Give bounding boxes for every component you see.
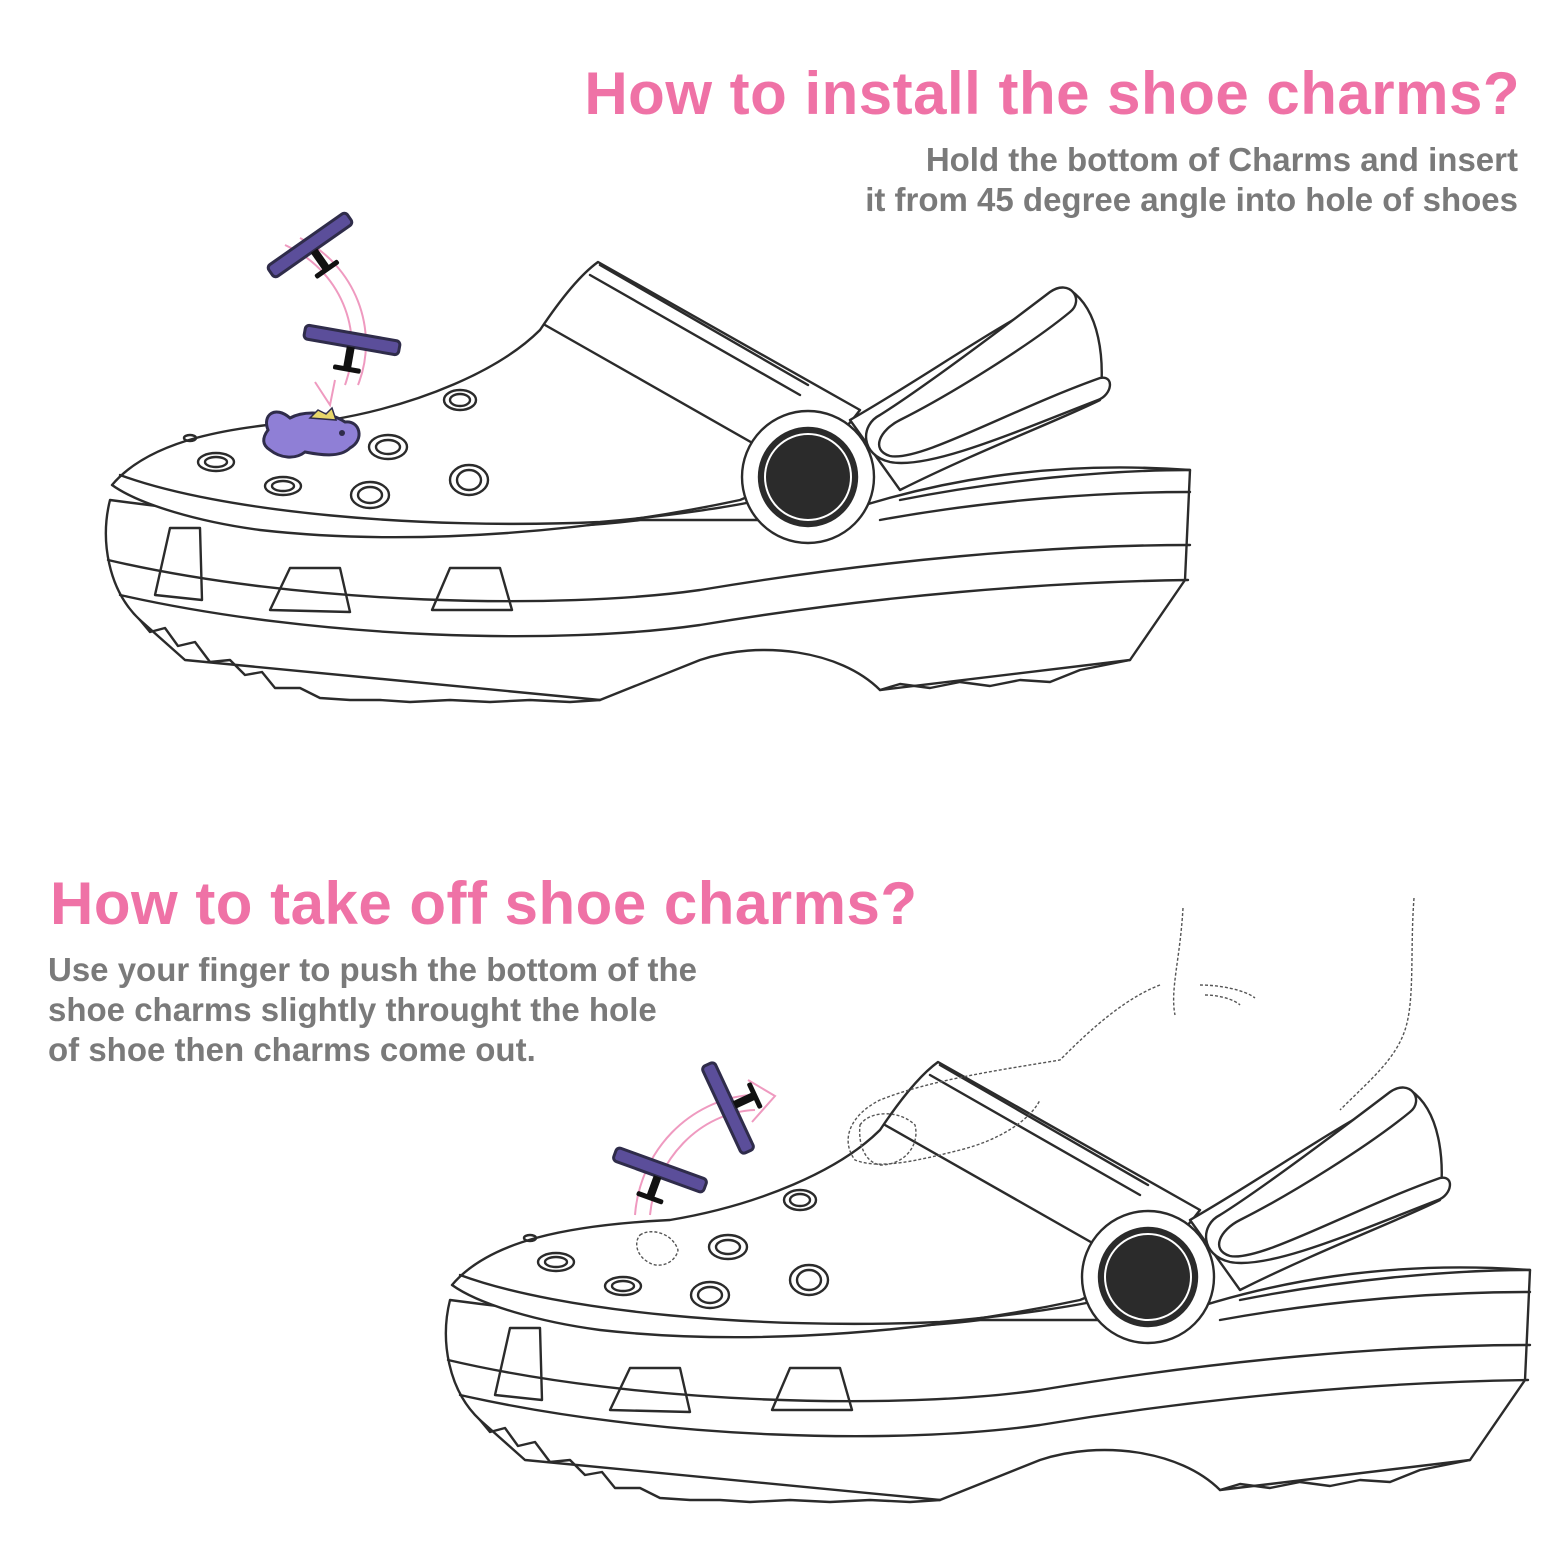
clog-shoe-icon [104, 260, 1192, 704]
remove-instruction-line: of shoe then charms come out. [48, 1031, 536, 1068]
shoe-charm-icon [265, 210, 370, 301]
remove-instruction-line: Use your finger to push the bottom of th… [48, 951, 697, 988]
shoe-charm-icon [699, 1049, 779, 1156]
remove-instructions: Use your finger to push the bottom of th… [48, 950, 697, 1070]
install-instruction-line: it from 45 degree angle into hole of sho… [865, 181, 1518, 218]
shoe-charm-icon [262, 406, 361, 459]
remove-instruction-line: shoe charms slightly throught the hole [48, 991, 657, 1028]
finger-icon [636, 897, 1415, 1266]
remove-title: How to take off shoe charms? [50, 870, 918, 937]
shoe-charm-icon [602, 1145, 709, 1218]
shoe-charm-icon [297, 323, 402, 382]
install-instructions: Hold the bottom of Charms and insert it … [865, 140, 1518, 220]
clog-shoe-icon [444, 1060, 1532, 1504]
install-title: How to install the shoe charms? [584, 60, 1520, 127]
install-instruction-line: Hold the bottom of Charms and insert [925, 141, 1518, 178]
